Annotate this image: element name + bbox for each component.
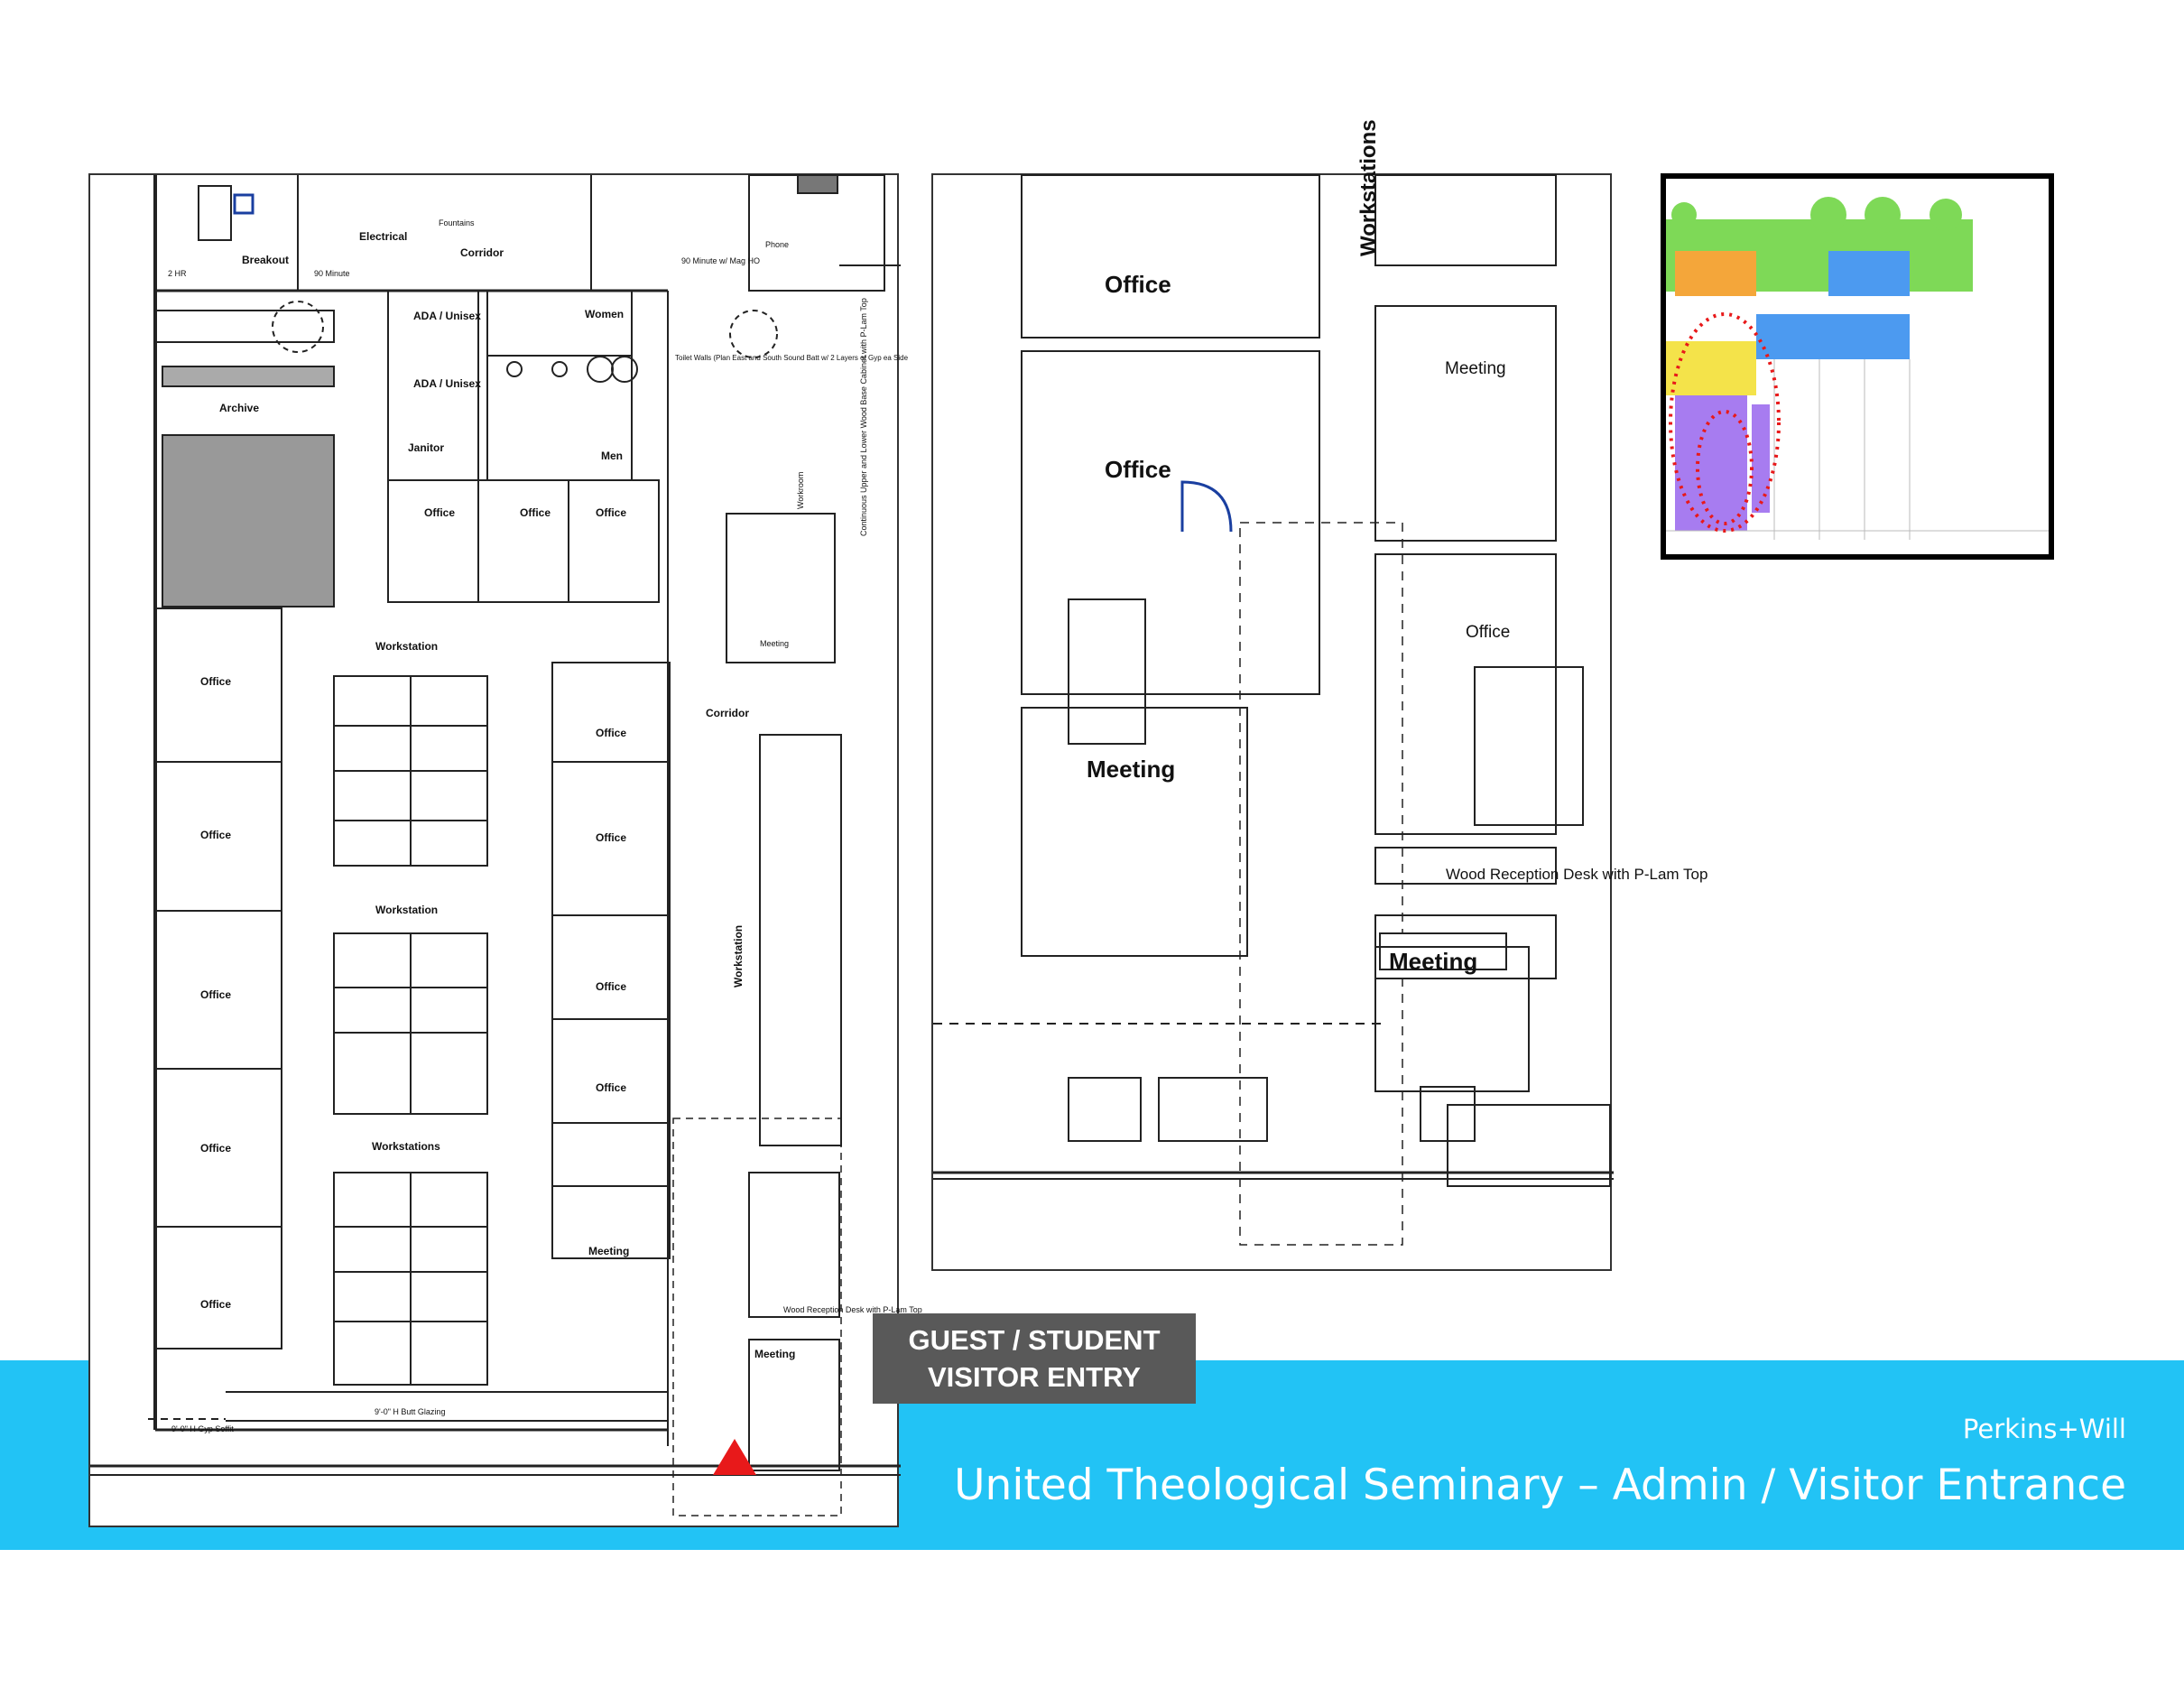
label-phone: Phone [765,240,789,249]
entry-tag-line-1: GUEST / STUDENT [908,1324,1161,1356]
zone-purple [1675,395,1747,531]
label-workstations-mid: Workstations [1356,119,1381,256]
label-corridor: Corridor [706,707,749,719]
label-toilet-walls: Toilet Walls (Plan East and South Sound … [675,354,909,362]
key-map-highlight-outer [1669,312,1781,533]
label-meeting-c: Meeting [1445,359,1506,378]
zone-blue [1828,251,1910,296]
label-glazing: 9'-0" H Butt Glazing [375,1407,445,1416]
label-meeting-1: Meeting [588,1245,629,1257]
label-ada-1: ADA / Unisex [413,310,481,322]
label-office-2: Office [520,506,551,519]
key-map-drawing [1666,179,2049,554]
label-reception: Wood Reception Desk with P-Lam Top [783,1305,922,1314]
floor-plan-overall-drawing: Breakout Electrical Corridor Fountains P… [90,174,922,1516]
label-meeting-a: Meeting [1087,756,1175,783]
zone-orange [1675,251,1756,296]
label-office-a: Office [1105,271,1171,298]
label-office-6: Office [200,988,231,1001]
label-reception-mid: Wood Reception Desk with P-Lam Top [1446,866,1707,883]
label-office-4: Office [200,675,231,688]
visitor-entry-tag: GUEST / STUDENT VISITOR ENTRY [873,1313,1196,1404]
label-men: Men [601,450,623,462]
label-office-c: Office [1466,623,1510,642]
key-map-highlight-inner [1696,410,1754,525]
floor-plan-enlarged: Office Office Meeting Meeting Meeting Of… [931,119,1707,1271]
key-map [1661,173,2054,560]
label-workstation-2: Workstation [375,904,438,916]
label-office-9: Office [596,727,626,739]
label-office-5: Office [200,829,231,841]
label-office-3: Office [596,506,626,519]
label-archive: Archive [219,402,259,414]
label-gyp-soffit: 9'-0" H Gyp Soffit [171,1424,234,1433]
label-2hr: 2 HR [168,269,187,278]
entry-tag-line-2: VISITOR ENTRY [928,1361,1141,1393]
entry-arrow-icon [713,1439,756,1475]
label-meeting-2: Meeting [754,1348,795,1360]
label-office-8: Office [200,1298,231,1311]
label-workstations: Workstations [372,1140,440,1153]
label-fountains: Fountains [439,218,475,227]
label-office-11: Office [596,980,626,993]
label-office-12: Office [596,1081,626,1094]
label-meeting-b: Meeting [1389,948,1477,975]
label-office-b: Office [1105,456,1171,483]
label-corridor-top: Corridor [460,246,504,259]
label-electrical: Electrical [359,230,407,243]
slide-title: United Theological Seminary – Admin / Vi… [954,1461,2126,1510]
floor-plan-overall: Breakout Electrical Corridor Fountains P… [88,173,922,1527]
firm-name: Perkins+Will [1962,1414,2126,1444]
zone-yellow [1666,341,1756,395]
label-workroom: Workroom [796,472,805,509]
floor-plan-enlarged-drawing: Office Office Meeting Meeting Meeting Of… [933,119,1707,1246]
label-90-minute: 90 Minute [314,269,350,278]
label-meeting-3: Meeting [760,639,789,648]
label-workstation-1: Workstation [375,640,438,653]
label-ada-2: ADA / Unisex [413,377,481,390]
label-cabinets: Continuous Upper and Lower Wood Base Cab… [859,298,868,536]
label-office-10: Office [596,831,626,844]
label-office-1: Office [424,506,455,519]
label-workstation-vert: Workstation [732,925,745,988]
label-office-7: Office [200,1142,231,1155]
label-janitor: Janitor [408,441,444,454]
label-90-mag: 90 Minute w/ Mag HO [681,256,760,265]
label-women: Women [585,308,624,320]
label-breakout: Breakout [242,254,289,266]
